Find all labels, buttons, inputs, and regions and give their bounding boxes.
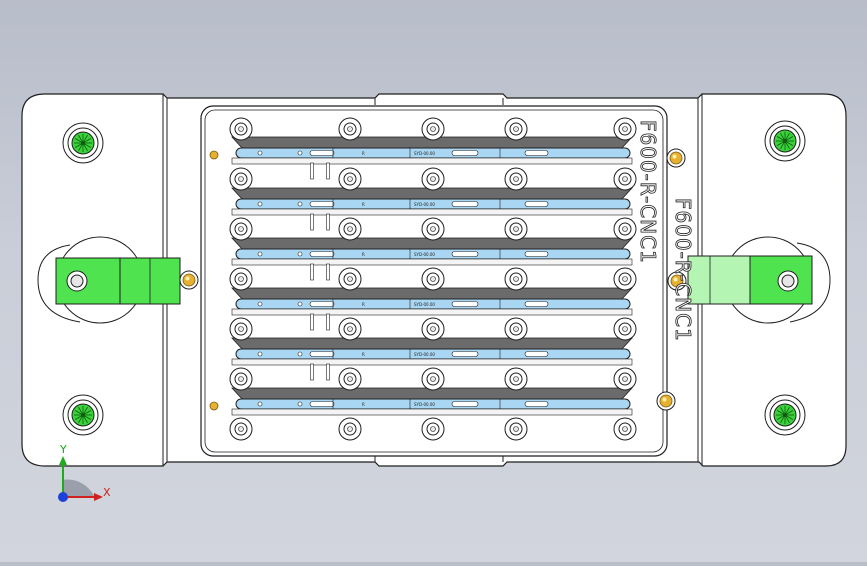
- socket-screw-icon: [421, 417, 445, 441]
- socket-screw-icon: [504, 367, 528, 391]
- slot-tag-left: R: [362, 352, 365, 357]
- screw-grid: [229, 117, 637, 441]
- slot-tag-left: R: [362, 202, 365, 207]
- socket-screw-icon: [338, 317, 362, 341]
- part-row: R SYD-00.00: [231, 237, 633, 281]
- reference-dots: [209, 150, 219, 411]
- socket-screw-icon: [229, 367, 253, 391]
- reference-dot: [209, 150, 219, 160]
- locating-pin-icon: [667, 271, 687, 291]
- locating-pin-icon: [179, 270, 199, 290]
- socket-screw-icon: [613, 317, 637, 341]
- left-relief-arc: [37, 244, 81, 323]
- socket-screw-icon: [338, 267, 362, 291]
- socket-screw-icon: [504, 267, 528, 291]
- part-engraving-1: F600-R-CNC1: [636, 120, 661, 265]
- pocket-inner: [204, 109, 664, 453]
- socket-screw-icon: [338, 417, 362, 441]
- corner-screws: [62, 120, 806, 436]
- socket-screw-icon: [613, 167, 637, 191]
- coordinate-triad-icon: [58, 456, 103, 502]
- socket-screw-icon: [504, 317, 528, 341]
- left-clamp[interactable]: [55, 257, 181, 305]
- slot-tag-right: SYD-00.00: [414, 402, 435, 407]
- socket-screw-icon: [764, 120, 806, 162]
- socket-screw-icon: [421, 267, 445, 291]
- part-engraving-2: F600-R-CNC1: [671, 198, 696, 343]
- slot-tag-right: SYD-00.00: [414, 202, 435, 207]
- socket-screw-icon: [62, 394, 104, 436]
- axis-y-label: Y: [60, 443, 67, 456]
- slot-tag-right: SYD-00.00: [414, 302, 435, 307]
- socket-screw-icon: [229, 317, 253, 341]
- socket-screw-icon: [504, 417, 528, 441]
- socket-screw-icon: [338, 217, 362, 241]
- socket-screw-icon: [613, 217, 637, 241]
- socket-screw-icon: [421, 217, 445, 241]
- socket-screw-icon: [421, 117, 445, 141]
- right-clamp[interactable]: [687, 255, 813, 305]
- part-row: R SYD-00.00: [231, 287, 633, 331]
- part-row: R SYD-00.00: [231, 136, 633, 180]
- socket-screw-icon: [229, 217, 253, 241]
- slot-tag-left: R: [362, 151, 365, 156]
- socket-screw-icon: [421, 317, 445, 341]
- axis-x-label: X: [103, 486, 111, 499]
- socket-screw-icon: [504, 167, 528, 191]
- socket-screw-icon: [421, 367, 445, 391]
- slot-tag-right: SYD-00.00: [414, 252, 435, 257]
- socket-screw-icon: [229, 267, 253, 291]
- locating-pin-icon: [666, 148, 686, 168]
- socket-screw-icon: [338, 167, 362, 191]
- slot-tag-right: SYD-00.00: [414, 352, 435, 357]
- socket-screw-icon: [229, 417, 253, 441]
- socket-screw-icon: [504, 117, 528, 141]
- slot-tag-left: R: [362, 302, 365, 307]
- reference-dot: [209, 401, 219, 411]
- slot-tag-right: SYD-00.00: [414, 151, 435, 156]
- socket-screw-icon: [338, 117, 362, 141]
- right-relief-arc: [789, 242, 831, 323]
- part-row: R SYD-00.00: [231, 387, 633, 416]
- socket-screw-icon: [764, 394, 806, 436]
- socket-screw-icon: [613, 117, 637, 141]
- socket-screw-icon: [613, 367, 637, 391]
- slot-tag-left: R: [362, 402, 365, 407]
- socket-screw-icon: [613, 417, 637, 441]
- socket-screw-icon: [338, 367, 362, 391]
- locating-pin-icon: [656, 391, 676, 411]
- slot-tag-left: R: [362, 252, 365, 257]
- socket-screw-icon: [613, 267, 637, 291]
- part-row: R SYD-00.00: [231, 337, 633, 381]
- locating-pins: [179, 148, 687, 411]
- socket-screw-icon: [229, 117, 253, 141]
- socket-screw-icon: [504, 217, 528, 241]
- part-row: R SYD-00.00: [231, 187, 633, 231]
- socket-screw-icon: [421, 167, 445, 191]
- socket-screw-icon: [62, 122, 104, 164]
- socket-screw-icon: [229, 167, 253, 191]
